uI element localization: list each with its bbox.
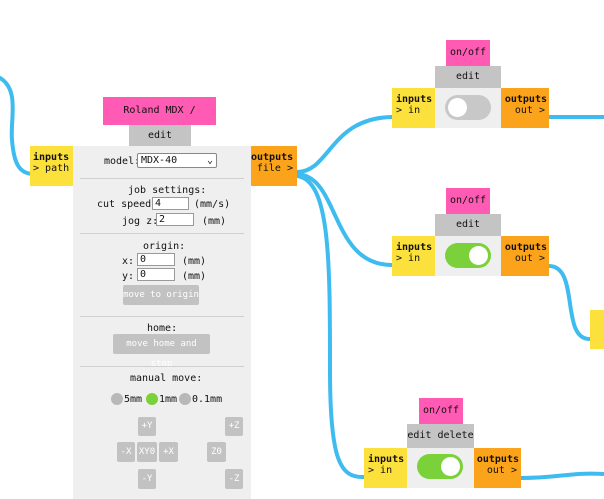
divider [80,366,244,367]
step-1mm-radio[interactable] [146,393,158,405]
jog-minus-x-button[interactable]: -X [117,442,135,462]
switch3-inputs[interactable]: inputs > in [364,448,407,488]
jog-z-input[interactable]: 2 [156,213,194,226]
jog-plus-x-button[interactable]: +X [159,442,178,462]
inputs-header: inputs [33,152,70,163]
origin-x-input[interactable]: 0 [137,253,175,266]
manual-move-label: manual move: [130,373,203,384]
y-label: y: [122,271,135,282]
out-port-label: out [514,105,533,116]
out-port-label: out [514,253,533,264]
x-unit: (mm) [182,256,207,267]
outputs-header: outputs [504,94,547,105]
in-port-label: in [380,465,393,476]
out-port[interactable]: out > [486,465,517,476]
machine-inputs[interactable]: inputs > path [30,146,73,186]
wire-switch3-out [519,471,604,480]
in-port[interactable]: > in [368,465,393,476]
machine-edit-delete-bar[interactable]: edit delete [129,125,191,162]
wire-file-to-switch3 [295,174,366,480]
outputs-header: outputs [251,152,294,163]
home-label: home: [147,323,178,334]
file-port-label: file [256,163,281,174]
divider [80,178,244,179]
cut-speed-label: cut speed: [97,199,158,210]
jog-z-label: jog z: [122,216,159,227]
out-port-label: out [486,465,505,476]
move-home-button[interactable]: move home and stop [113,334,210,369]
origin-label: origin: [143,241,186,252]
step-5mm-label: 5mm [124,394,143,405]
in-port[interactable]: > in [396,105,421,116]
step-01mm-label: 0.1mm [192,394,223,405]
model-select-value: MDX-40 [141,155,178,166]
model-label: model: [104,156,141,167]
switch1-toggle[interactable] [445,95,491,120]
wire-file-to-switch2 [295,172,394,267]
x-label: x: [122,256,135,267]
switch1-inputs[interactable]: inputs > in [392,88,435,128]
jog-minus-z-button[interactable]: -Z [225,469,243,489]
step-5mm-radio[interactable] [111,393,123,405]
jog-plus-y-button[interactable]: +Y [138,417,156,436]
switch3-edit-delete-bar[interactable]: edit delete [407,424,474,448]
jog-z-unit: (mm) [202,216,227,227]
switch3-title[interactable]: on/off [419,398,463,424]
path-port-label: path [45,163,70,174]
switch1-outputs[interactable]: outputs out > [501,88,549,128]
cut-speed-input[interactable]: 4 [152,197,189,210]
switch2-outputs[interactable]: outputs out > [501,236,549,276]
job-settings-label: job settings: [128,185,207,196]
partial-node-input [590,310,604,349]
jog-xy0-button[interactable]: XY0 [137,442,157,462]
jog-z0-button[interactable]: Z0 [207,442,226,462]
switch2-title[interactable]: on/off [446,188,490,214]
jog-plus-z-button[interactable]: +Z [225,417,243,436]
model-select[interactable]: MDX-40 ⌄ [137,153,217,168]
machine-outputs[interactable]: outputs file > [251,146,297,186]
switch2-edit-delete-bar[interactable]: edit delete [435,214,501,252]
in-port-label: in [408,253,421,264]
wire-left-to-path [0,76,34,176]
switch3-outputs[interactable]: outputs out > [474,448,521,488]
origin-y-input[interactable]: 0 [137,268,175,281]
switch3-toggle[interactable] [417,454,463,479]
inputs-header: inputs [368,454,405,465]
move-to-origin-button[interactable]: move to origin [123,285,199,305]
wire-switch2-out [547,264,592,342]
step-1mm-label: 1mm [159,394,178,405]
chevron-down-icon: ⌄ [206,155,213,166]
y-unit: (mm) [182,271,207,282]
switch2-inputs[interactable]: inputs > in [392,236,435,276]
path-port[interactable]: > path [33,163,70,174]
divider [80,316,244,317]
in-port[interactable]: > in [396,253,421,264]
machine-node-title[interactable]: Roland MDX / iModela [103,97,216,144]
jog-minus-y-button[interactable]: -Y [138,469,156,489]
step-01mm-radio[interactable] [179,393,191,405]
in-port-label: in [408,105,421,116]
inputs-header: inputs [396,94,433,105]
divider [80,233,244,234]
wire-file-to-switch1 [295,115,394,174]
cut-speed-unit: (mm/s) [194,199,231,210]
out-port[interactable]: out > [514,105,545,116]
inputs-header: inputs [396,242,433,253]
file-port[interactable]: file > [256,163,293,174]
switch2-toggle[interactable] [445,243,491,268]
switch1-edit-delete-bar[interactable]: edit delete [435,66,501,104]
out-port[interactable]: out > [514,253,545,264]
switch1-title[interactable]: on/off [446,40,490,66]
outputs-header: outputs [504,242,547,253]
outputs-header: outputs [476,454,519,465]
